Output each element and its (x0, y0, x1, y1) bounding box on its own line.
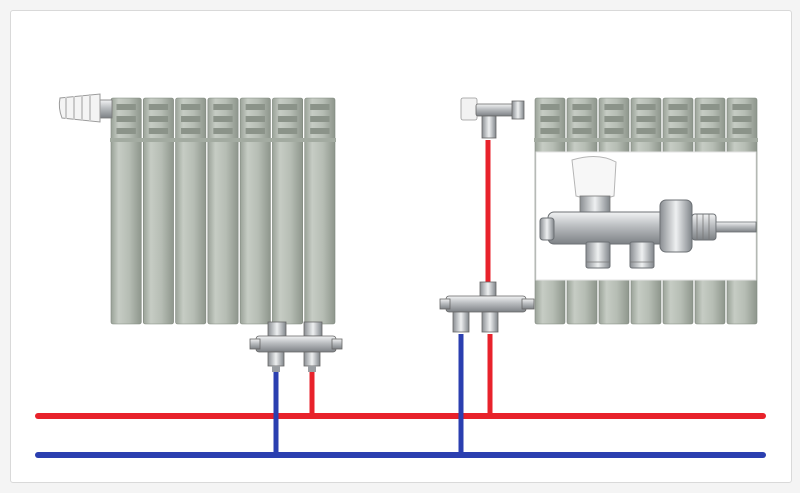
radiator-section (239, 97, 271, 325)
radiator-section (272, 97, 304, 325)
radiator-section (110, 97, 142, 325)
tee-fitting-icon (439, 281, 535, 333)
radiator-left (110, 97, 336, 325)
thermostat-head-icon (58, 93, 113, 123)
radiator-section (142, 97, 174, 325)
radiator-section (304, 97, 336, 325)
radiator-section (175, 97, 207, 325)
valve-closeup-photo (535, 151, 757, 281)
radiator-section (207, 97, 239, 325)
bottom-dual-valve-icon (249, 321, 343, 372)
angle-valve-icon (460, 97, 525, 139)
